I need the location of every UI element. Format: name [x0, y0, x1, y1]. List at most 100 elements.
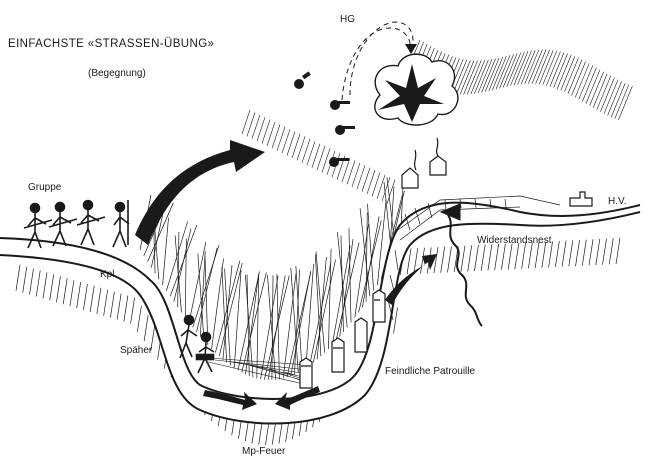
hatch-stroke — [252, 417, 256, 443]
hatch-stroke — [279, 418, 283, 444]
hatch-stroke — [575, 63, 589, 97]
hatch-stroke — [572, 62, 586, 96]
hatch-stroke — [286, 416, 290, 442]
grenade — [329, 157, 349, 167]
grenade — [335, 125, 355, 135]
hatch-stroke — [232, 409, 236, 435]
arrow-left-bottom — [275, 386, 320, 410]
hatch-stroke — [267, 275, 275, 380]
hatch-stroke — [586, 70, 600, 104]
hatch-stroke — [328, 249, 331, 349]
hatch-stroke — [261, 276, 279, 379]
hatch-stroke — [306, 406, 310, 432]
soldier-2 — [49, 203, 77, 247]
hatch-stroke — [604, 80, 618, 114]
hatch-stroke — [16, 265, 20, 291]
hatch-stroke — [539, 50, 553, 84]
hatch-stroke — [608, 81, 622, 115]
hatch-stroke — [367, 204, 373, 291]
label-hv: H.V. — [608, 196, 627, 207]
hatch-stroke — [522, 243, 526, 269]
hatch-stroke — [456, 60, 470, 94]
hatch-stroke — [536, 50, 550, 84]
hatch-stroke — [205, 256, 208, 345]
hatch-stroke — [562, 241, 566, 267]
hatch-stroke — [394, 307, 398, 333]
hatch-stroke — [144, 315, 148, 341]
hatch-stroke — [90, 286, 94, 312]
hatch-stroke — [292, 413, 296, 439]
hatch-stroke — [603, 239, 607, 265]
hatch-stroke — [63, 278, 67, 304]
hatch-stroke — [83, 284, 87, 310]
hatch-stroke — [528, 242, 532, 268]
hatch-stroke — [515, 243, 519, 269]
hatch-stroke — [600, 78, 614, 112]
hatch-stroke — [234, 270, 241, 368]
hatch-stroke — [110, 292, 114, 318]
hatch-stroke — [313, 401, 317, 427]
hatch-stroke — [185, 368, 189, 394]
hatch-stroke — [407, 248, 411, 274]
hatch-stroke — [582, 240, 586, 266]
hatch-stroke — [43, 272, 47, 298]
label-hg: HG — [340, 14, 355, 25]
diagram-subtitle: (Begegnung) — [88, 68, 146, 79]
hatch-stroke — [117, 294, 121, 320]
hatch-stroke — [596, 239, 600, 265]
hatch-stroke — [23, 267, 27, 293]
hatch-stroke — [447, 246, 451, 272]
hatch-stroke — [468, 245, 472, 271]
hatch-stroke — [349, 228, 351, 322]
hatch-stroke — [582, 68, 596, 102]
hatch-stroke — [340, 376, 344, 402]
hatch-stroke — [564, 58, 578, 92]
hatch-stroke — [56, 276, 60, 302]
hatch-stroke — [569, 240, 573, 266]
hatch-stroke — [316, 252, 325, 353]
hatch-stroke — [326, 390, 330, 416]
hatch-stroke — [579, 65, 593, 99]
hatch-stroke — [70, 280, 74, 306]
hatch-stroke — [508, 243, 512, 269]
hatch-stroke — [97, 288, 101, 314]
grenade — [330, 100, 350, 110]
hatch-stroke — [471, 60, 485, 94]
label-kpl: Kpl. — [100, 269, 117, 280]
hatch-stroke — [543, 51, 557, 85]
hatch-stroke — [218, 400, 222, 426]
label-feindliche-patrouille: Feindliche Patrouille — [385, 366, 475, 377]
hatch-stroke — [557, 55, 571, 89]
hatch-stroke — [532, 50, 546, 84]
hatch-stroke — [615, 85, 629, 119]
hatch-stroke — [380, 326, 384, 352]
hatch-stroke — [618, 86, 632, 120]
hatch-stroke — [590, 72, 604, 106]
patrol-advance-arrow — [385, 254, 437, 305]
hatch-stroke — [332, 246, 350, 345]
hatch-stroke — [561, 56, 575, 90]
hatch-stroke — [461, 246, 465, 272]
hatch-stroke — [50, 274, 54, 300]
hatch-stroke — [495, 244, 499, 270]
hatch-stroke — [609, 238, 613, 264]
grenade — [294, 71, 311, 89]
hatch-stroke — [245, 415, 249, 441]
wire-line — [448, 215, 482, 326]
hatch-stroke — [104, 290, 108, 316]
hatch-stroke — [366, 212, 367, 301]
label-spaeher: Späher — [120, 345, 152, 356]
hatch-stroke — [460, 60, 474, 94]
grenade-arrowhead — [405, 44, 417, 54]
label-mp-feuer: Mp-Feuer — [242, 446, 285, 457]
hatch-stroke — [225, 269, 231, 366]
soldier-4 — [113, 200, 129, 247]
label-gruppe: Gruppe — [28, 182, 61, 193]
hatch-stroke — [568, 60, 582, 94]
hatch-stroke — [554, 54, 568, 88]
buildings — [402, 138, 446, 188]
hatch-stroke — [467, 60, 481, 94]
hatch-stroke — [36, 270, 40, 296]
diagram-title: EINFACHSTE «STRASSEN-ÜBUNG» — [8, 38, 214, 50]
scout-2 — [198, 333, 214, 374]
